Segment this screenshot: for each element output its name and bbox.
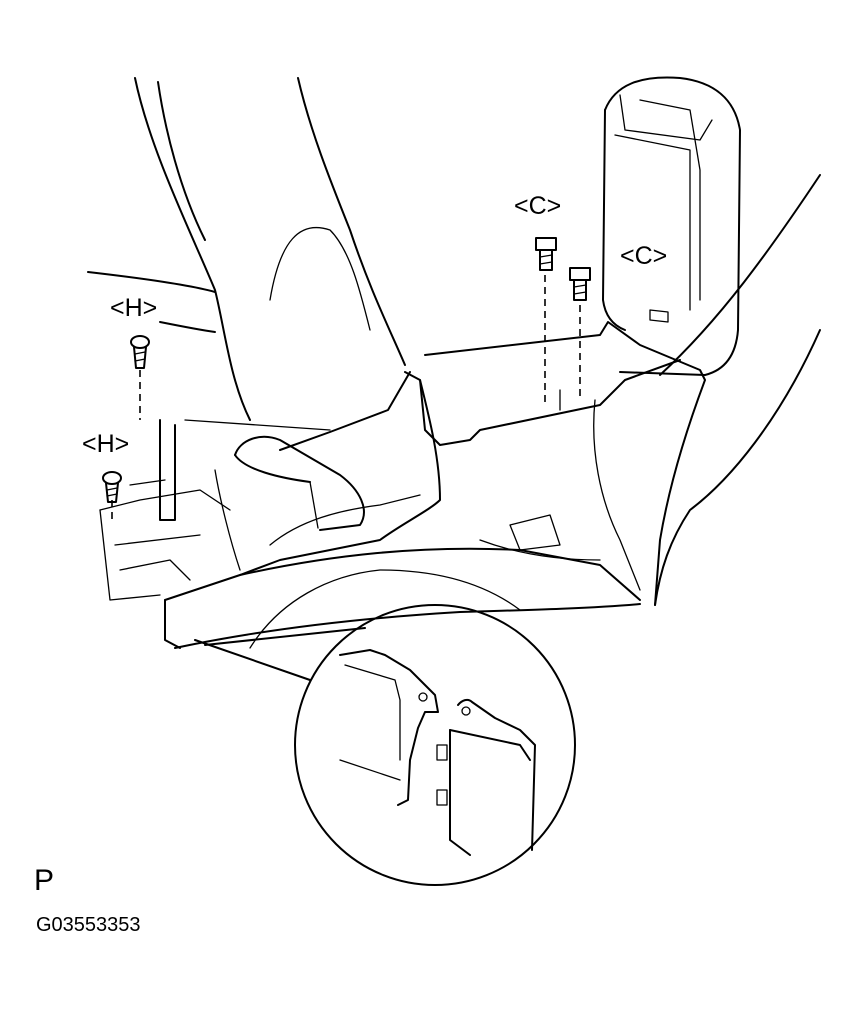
front-bracket [99,419,231,601]
shift-lever [214,435,421,571]
detail-view-circle [294,604,576,886]
view-code-label: P [34,864,55,897]
clip-h-lower-label: <H> [82,430,130,458]
clip-h-upper-screw-icon [130,335,150,369]
bolt-c-left-icon [535,237,557,271]
console-lower-outline [164,547,641,649]
bolt-c-right-icon [569,267,591,301]
figure-id-label: G03553353 [36,914,141,936]
bolt-c-right-label: <C> [620,242,668,270]
armrest-lid [602,76,741,376]
detail-view-leader [194,627,366,681]
console-box [239,321,706,606]
clip-h-upper-label: <H> [110,294,158,322]
clip-h-lower-screw-icon [102,471,122,503]
fastener-leader-lines [111,275,581,520]
bolt-c-left-label: <C> [514,192,562,220]
body-panel-lines [654,174,821,606]
front-seat-outline [87,77,406,431]
